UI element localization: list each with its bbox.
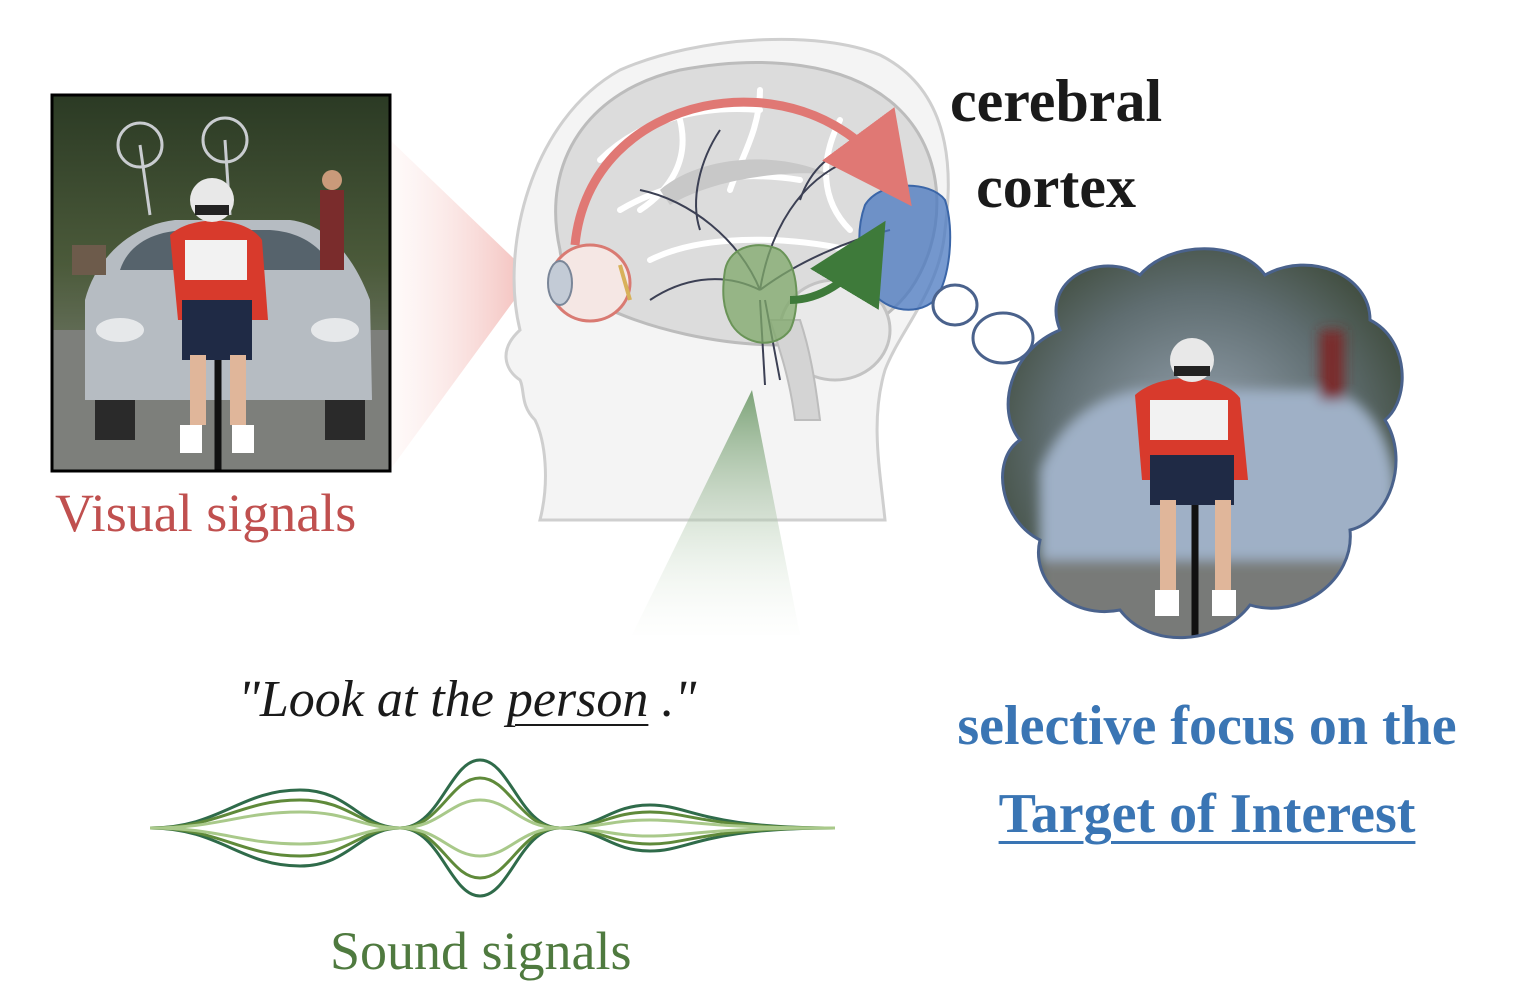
cerebral-cortex-label: cerebral cortex bbox=[950, 58, 1162, 230]
visual-pathway-arrow bbox=[570, 97, 912, 246]
cortex-region bbox=[858, 184, 952, 311]
selective-focus-label: selective focus on the Target of Interes… bbox=[912, 682, 1502, 858]
thalamus-region bbox=[722, 244, 798, 344]
thought-bubble-icon bbox=[1001, 247, 1404, 639]
sound-beam bbox=[632, 390, 800, 635]
visual-beam bbox=[390, 140, 532, 470]
cortex-label-line1: cerebral bbox=[950, 68, 1163, 134]
sound-wave-icon bbox=[149, 758, 836, 898]
quote-close: ." bbox=[648, 671, 697, 728]
thought-bubble-small bbox=[931, 283, 979, 327]
auditory-pathway-arrow bbox=[789, 220, 886, 310]
cortex-label-line2: cortex bbox=[976, 154, 1136, 220]
visual-signals-label: Visual signals bbox=[55, 483, 357, 543]
focus-label-line1: selective focus on the bbox=[957, 695, 1457, 757]
instruction-quote: "Look at the person ." bbox=[238, 670, 696, 729]
sound-signals-label: Sound signals bbox=[330, 921, 632, 981]
eye-icon bbox=[547, 243, 632, 323]
quote-target-word: person bbox=[506, 671, 649, 728]
thought-bubble-medium bbox=[971, 311, 1035, 365]
quote-open: "Look at the bbox=[238, 671, 507, 728]
focus-label-line2: Target of Interest bbox=[998, 783, 1416, 845]
input-photo-cyclist bbox=[50, 93, 392, 473]
